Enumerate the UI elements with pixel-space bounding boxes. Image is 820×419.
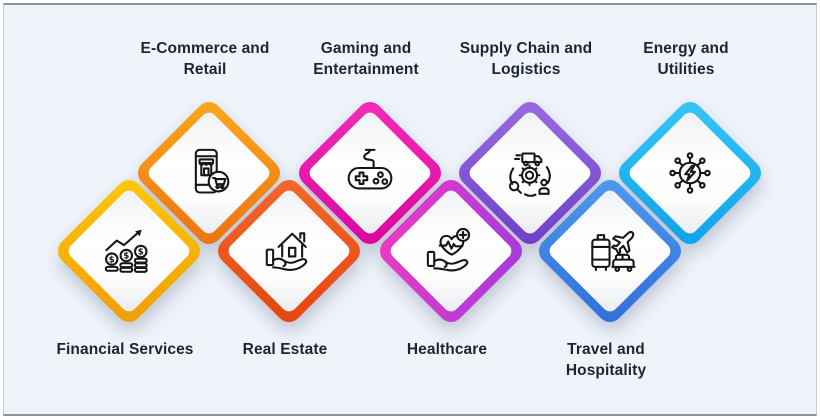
diamond-face — [225, 187, 353, 315]
house-in-hand-icon — [265, 232, 308, 272]
svg-text:$: $ — [109, 255, 115, 265]
label-financial-services: Financial Services — [56, 341, 194, 358]
diamond-energy-utilities — [613, 96, 767, 250]
heart-care-icon — [426, 227, 471, 272]
diamond-face — [306, 109, 434, 237]
label-healthcare: Healthcare — [406, 341, 488, 358]
diamond-face: $ $ $ — [65, 187, 193, 315]
diamond-border — [212, 174, 366, 328]
mobile-shopping-icon — [194, 148, 230, 194]
diamond-border — [453, 96, 607, 250]
diamond-financial-services: $ $ $ — [52, 174, 206, 328]
diamond-border — [613, 96, 767, 250]
energy-network-icon — [669, 152, 711, 194]
diamond-face — [387, 187, 515, 315]
diamond-border — [533, 174, 687, 328]
label-energy-utilities: Energy and Utilities — [643, 40, 729, 78]
diamond-border — [374, 174, 528, 328]
label-gaming-entertainment: Gaming and Entertainment — [313, 40, 419, 78]
diamond-border: $ $ $ — [52, 174, 206, 328]
diamond-healthcare — [374, 174, 528, 328]
label-supply-chain-logistics: Supply Chain and Logistics — [459, 40, 593, 78]
diamond-travel-hospitality — [533, 174, 687, 328]
travel-luggage-icon — [591, 230, 636, 272]
svg-text:$: $ — [138, 248, 144, 258]
label-ecommerce-retail: E-Commerce and Retail — [140, 40, 270, 78]
diamond-border — [132, 96, 286, 250]
diamond-face — [145, 109, 273, 237]
infographic-canvas: E-Commerce and Retail Gaming and Enterta… — [3, 3, 817, 416]
diamond-border — [293, 96, 447, 250]
diamond-face — [466, 109, 594, 237]
diamond-supply-chain-logistics — [453, 96, 607, 250]
finance-growth-icon: $ $ $ — [104, 229, 148, 273]
game-controller-icon — [347, 148, 393, 190]
diamond-face — [626, 109, 754, 237]
logistics-network-icon — [508, 152, 551, 197]
diamond-real-estate — [212, 174, 366, 328]
diamond-gaming-entertainment — [293, 96, 447, 250]
svg-text:$: $ — [123, 252, 129, 262]
label-real-estate: Real Estate — [242, 341, 328, 358]
label-travel-hospitality: Travel and Hospitality — [565, 341, 647, 379]
diamond-face — [546, 187, 674, 315]
diamond-ecommerce-retail — [132, 96, 286, 250]
